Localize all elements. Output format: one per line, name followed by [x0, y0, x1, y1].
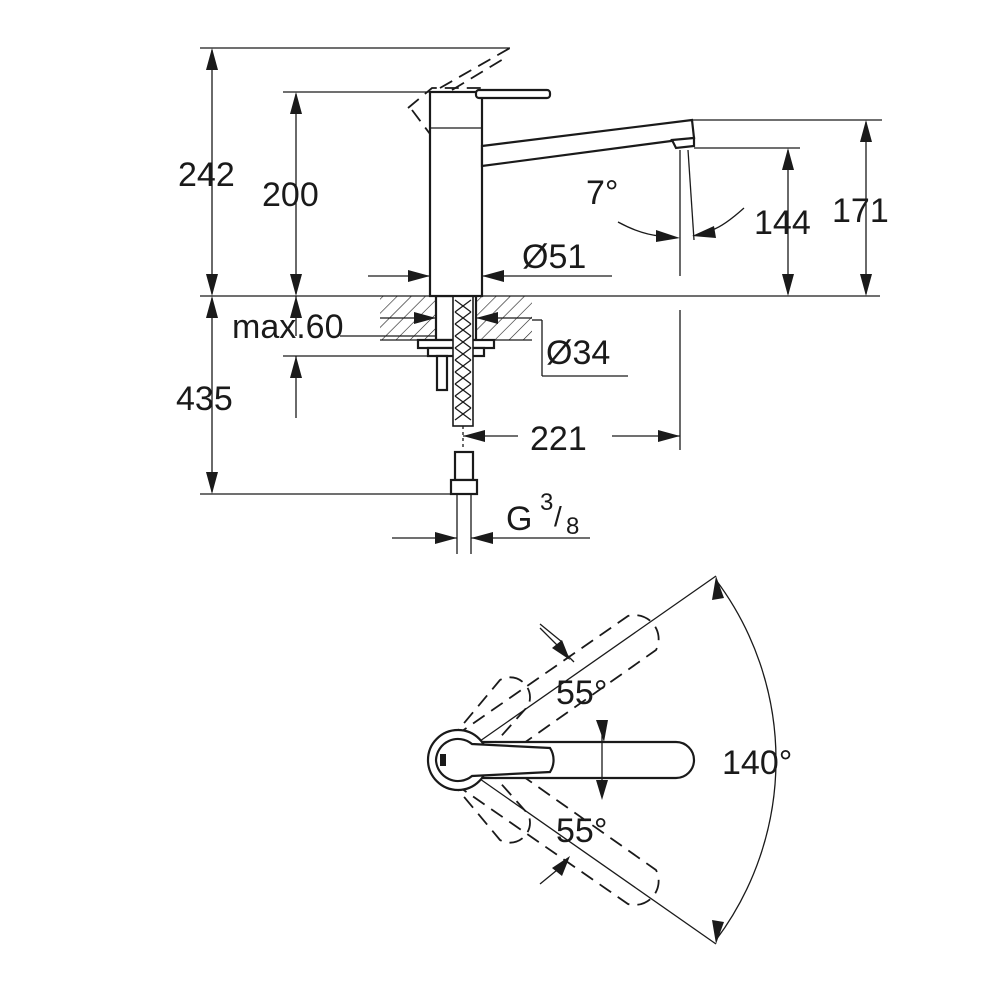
dim-line-200: [290, 92, 302, 296]
label-d34: Ø34: [546, 334, 610, 372]
dim-line-55-down: [539, 760, 608, 885]
dim-line-max60: [290, 296, 302, 418]
label-lever-down-angle: 55°: [556, 812, 607, 850]
dim-line-55-up: [539, 623, 608, 760]
label-thread-num: 3: [540, 489, 553, 516]
label-200: 200: [262, 176, 319, 214]
label-swivel-angle: 140°: [722, 744, 792, 782]
label-242: 242: [178, 156, 235, 194]
dim-line-7deg: [617, 207, 745, 242]
dim-line-435: [206, 296, 218, 494]
label-spout-angle: 7°: [586, 174, 619, 212]
side-view: 242 200 171 144 7° Ø51 max.60 Ø34 435 22…: [176, 47, 889, 554]
label-d51: Ø51: [522, 238, 586, 276]
dim-line-d51: [368, 270, 612, 282]
dim-line-171: [860, 120, 872, 296]
label-435: 435: [176, 380, 233, 418]
label-221: 221: [530, 420, 587, 458]
dim-line-d34: [380, 312, 532, 324]
dim-line-144: [782, 148, 794, 296]
swivel-arc: [459, 575, 777, 945]
label-thread-slash: /: [554, 501, 562, 532]
dim-line-242: [206, 48, 218, 296]
label-thread: G 3 / 8: [506, 489, 579, 540]
label-171: 171: [832, 192, 889, 230]
top-view: 55° 55° 140°: [426, 575, 792, 945]
dim-line-g38: [392, 532, 590, 544]
lever-handle: [426, 728, 696, 792]
label-144: 144: [754, 204, 811, 242]
label-thread-prefix: G: [506, 500, 532, 538]
label-thread-den: 8: [566, 513, 579, 540]
label-lever-up-angle: 55°: [556, 674, 607, 712]
label-max60: max.60: [232, 308, 344, 346]
dim-line-221: [463, 430, 680, 442]
faucet-body: [407, 47, 696, 298]
extension-lines: [200, 47, 882, 495]
